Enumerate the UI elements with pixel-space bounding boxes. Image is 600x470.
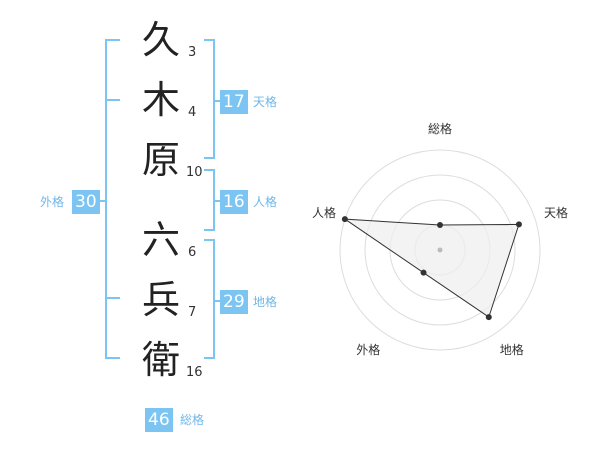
radar-center-dot [437, 247, 443, 253]
tenkaku-value: 17 [220, 90, 248, 114]
stroke-count-1: 3 [188, 45, 197, 60]
name-char-2: 木 [141, 78, 180, 122]
name-char-4: 六 [141, 218, 180, 262]
jinkaku-label: 人格 [253, 195, 278, 209]
radar-point-2 [515, 221, 522, 228]
radar-grid-ring [364, 174, 516, 326]
tenkaku-bracket [204, 39, 215, 159]
stroke-count-5: 7 [188, 305, 197, 320]
radar-axis-label: 天格 [544, 206, 569, 221]
stroke-count-4: 6 [188, 245, 197, 260]
gaikaku-value: 30 [72, 190, 100, 214]
tenkaku-label: 天格 [253, 95, 278, 109]
soukaku-label: 総格 [180, 413, 205, 427]
radar-axis-label: 地格 [499, 342, 524, 357]
radar-point-1 [437, 222, 443, 228]
chikaku-label: 地格 [253, 295, 278, 309]
radar-series-polygon [343, 218, 520, 318]
gaikaku-bracket [105, 39, 120, 359]
stroke-count-6: 16 [186, 365, 203, 380]
name-char-3: 原 [141, 138, 180, 182]
name-char-1: 久 [141, 18, 180, 62]
stroke-count-2: 4 [188, 105, 197, 120]
name-char-6: 衛 [141, 338, 180, 382]
name-char-5: 兵 [141, 278, 180, 322]
gaikaku-label: 外格 [40, 195, 65, 209]
soukaku-value: 46 [145, 408, 173, 432]
radar-axis-label: 外格 [356, 342, 381, 357]
chikaku-bracket [204, 239, 215, 359]
radar-grid-ring [339, 149, 541, 351]
radar-point-3 [485, 314, 492, 321]
radar-axis-label: 人格 [311, 206, 336, 221]
radar-axis-label: 総格 [427, 122, 452, 136]
radar-point-5 [341, 216, 348, 223]
chikaku-value: 29 [220, 290, 248, 314]
stroke-count-3: 10 [186, 165, 203, 180]
jinkaku-value: 16 [220, 190, 248, 214]
radar-point-4 [420, 269, 427, 276]
